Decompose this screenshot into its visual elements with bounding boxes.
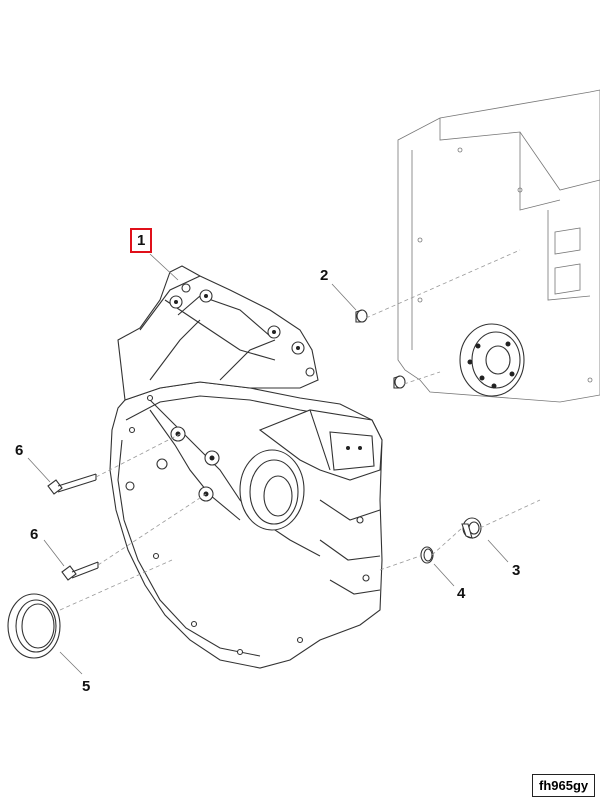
callout-3: 3	[512, 562, 521, 579]
engine-block-outline	[397, 89, 600, 403]
bolt-part-6-upper	[47, 473, 97, 495]
callout-6-lower: 6	[30, 526, 39, 543]
figure-code-label: fh965gy	[532, 774, 596, 797]
plug-part-3	[461, 517, 482, 539]
flywheel-housing	[109, 265, 383, 669]
bolt-part-6-lower	[61, 561, 99, 581]
seal-ring-part-4	[420, 546, 434, 564]
oil-seal-part-5	[7, 593, 61, 659]
callout-1: 1	[130, 228, 153, 253]
dowel-part-2	[355, 309, 406, 389]
callout-6-upper: 6	[15, 442, 24, 459]
callout-4: 4	[457, 585, 466, 602]
callout-2: 2	[320, 267, 329, 284]
leader-lines	[27, 249, 541, 675]
callout-5: 5	[82, 678, 91, 695]
